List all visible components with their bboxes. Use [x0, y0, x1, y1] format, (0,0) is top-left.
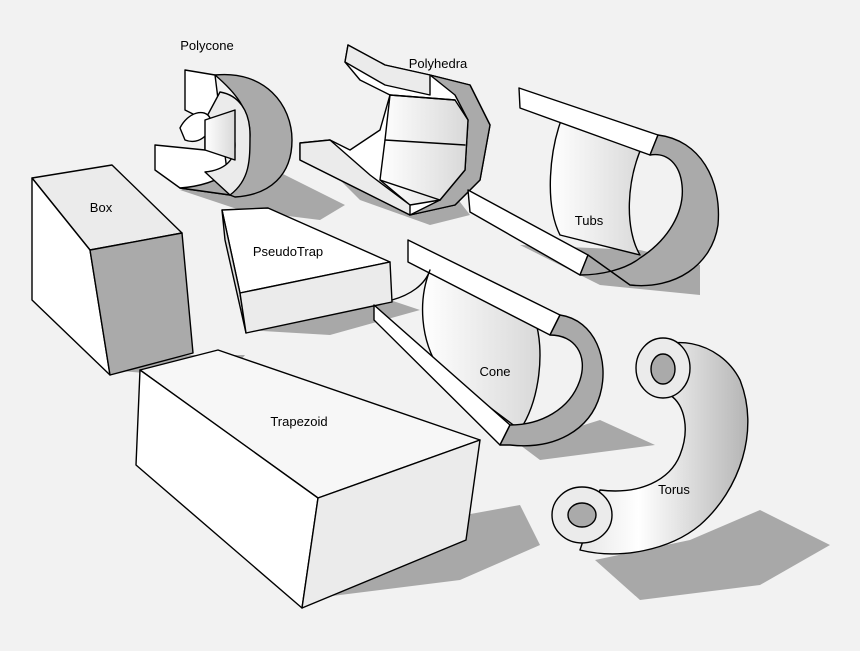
tubs-solid: [467, 87, 720, 287]
label-polyhedra: Polyhedra: [409, 56, 468, 71]
label-pseudotrap: PseudoTrap: [253, 244, 323, 259]
cone-edge: [391, 269, 431, 301]
polyhedra-edge: [389, 94, 456, 101]
box-solid: [31, 164, 194, 376]
polycone-inner-surface: [204, 109, 236, 161]
polyhedra-edge: [379, 179, 441, 201]
polyhedra-upper-rim: [344, 44, 431, 96]
torus-bottom-bore: [567, 502, 597, 528]
pseudotrap-front-face: [239, 261, 393, 334]
label-box: Box: [90, 200, 113, 215]
polyhedra-solid: [299, 44, 491, 216]
torus-shadow: [595, 510, 830, 600]
tubs-inner-surface: [549, 109, 646, 256]
cone-solid: [373, 239, 604, 447]
polyhedra-edge: [384, 139, 466, 146]
label-polycone: Polycone: [180, 38, 233, 53]
pseudotrap-solid: [221, 207, 393, 334]
shape-labels: Polycone Polyhedra Tubs Box PseudoTrap C…: [90, 38, 691, 497]
label-tubs: Tubs: [575, 213, 604, 228]
torus-solid: [551, 337, 749, 555]
label-trapezoid: Trapezoid: [270, 414, 327, 429]
label-torus: Torus: [658, 482, 690, 497]
cone-end-face: [499, 314, 604, 447]
polyhedra-lower-rim: [299, 139, 411, 216]
torus-top-bore: [650, 353, 676, 385]
cone-shadow: [520, 420, 655, 460]
box-right-face: [89, 232, 194, 376]
polycone-solid: [154, 69, 293, 198]
label-cone: Cone: [479, 364, 510, 379]
tubs-end-face: [579, 134, 720, 287]
trapezoid-solid: [135, 349, 481, 609]
torus-tube: [579, 341, 749, 555]
trapezoid-side-face: [301, 439, 481, 609]
